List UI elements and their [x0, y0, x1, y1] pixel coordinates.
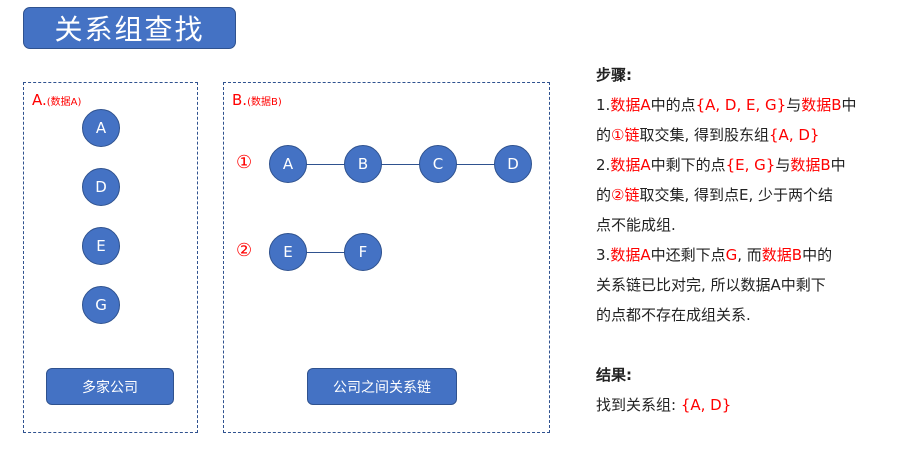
node-a: A	[82, 109, 120, 147]
panel-b-label-main: B.	[232, 91, 248, 109]
chain1-node-d: D	[494, 145, 532, 183]
node-d: D	[82, 168, 120, 206]
panel-b-label: B.(数据B)	[232, 91, 282, 109]
panel-b-label-sub: (数据B)	[247, 97, 282, 108]
node-e: E	[82, 227, 120, 265]
step-2-line-3: 点不能成组.	[596, 216, 676, 234]
edge-e-f	[306, 252, 346, 253]
chain2-node-f: F	[344, 233, 382, 271]
chain1-node-a: A	[269, 145, 307, 183]
result-line: 找到关系组: {A, D}	[596, 396, 732, 414]
edge-c-d	[456, 164, 496, 165]
panel-data-b: B.(数据B) ① A B C D ② E F 公司之间关系链	[223, 82, 550, 433]
chain-2-label: ②	[236, 240, 253, 261]
companies-button[interactable]: 多家公司	[46, 368, 174, 405]
panel-a-label: A.(数据A)	[32, 91, 81, 109]
step-1-line-1: 1.数据A中的点{A, D, E, G}与数据B中	[596, 96, 857, 114]
panel-data-a: A.(数据A) A D E G 多家公司	[23, 82, 198, 433]
panel-a-label-sub: (数据A)	[46, 97, 82, 108]
panel-a-label-main: A.	[32, 91, 47, 109]
chain2-node-e: E	[269, 233, 307, 271]
step-3-line-3: 的点都不存在成组关系.	[596, 306, 751, 324]
chain1-node-c: C	[419, 145, 457, 183]
edge-a-b	[306, 164, 346, 165]
step-3-line-1: 3.数据A中还剩下点G, 而数据B中的	[596, 246, 833, 264]
relationship-chain-button[interactable]: 公司之间关系链	[307, 368, 457, 405]
steps-heading: 步骤:	[596, 66, 632, 84]
step-1-line-2: 的①链取交集, 得到股东组{A, D}	[596, 126, 820, 144]
node-g: G	[82, 286, 120, 324]
step-3-line-2: 关系链已比对完, 所以数据A中剩下	[596, 276, 826, 294]
chain-1-label: ①	[236, 152, 253, 173]
step-2-line-2: 的②链取交集, 得到点E, 少于两个结	[596, 186, 834, 204]
step-2-line-1: 2.数据A中剩下的点{E, G}与数据B中	[596, 156, 846, 174]
result-heading: 结果:	[596, 366, 632, 384]
steps-section: 步骤: 1.数据A中的点{A, D, E, G}与数据B中 的①链取交集, 得到…	[596, 60, 896, 420]
page-title: 关系组查找	[23, 7, 236, 49]
edge-b-c	[381, 164, 421, 165]
chain1-node-b: B	[344, 145, 382, 183]
